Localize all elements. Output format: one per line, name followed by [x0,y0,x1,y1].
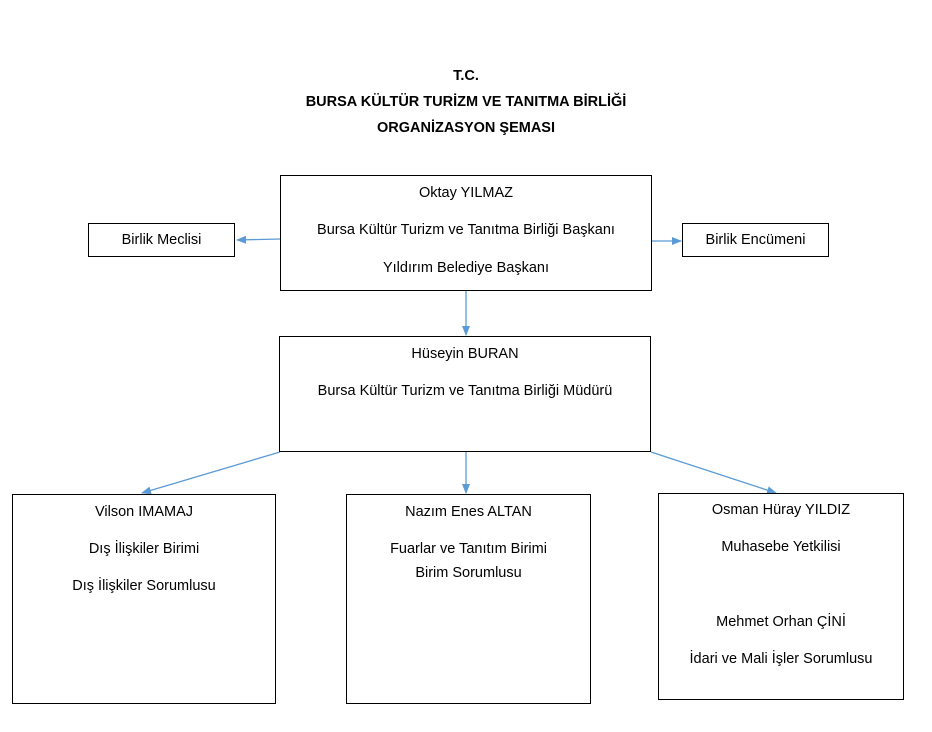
node-foreign-relations[interactable]: Vilson IMAMAJ Dış İlişkiler Birimi Dış İ… [12,494,276,704]
director-name: Hüseyin BURAN [411,346,519,362]
foreign-relations-role: Dış İlişkiler Sorumlusu [72,578,216,594]
node-fairs-promotion[interactable]: Nazım Enes ALTAN Fuarlar ve Tanıtım Biri… [346,494,591,704]
accounting-role-2: İdari ve Mali İşler Sorumlusu [689,651,873,667]
committee-label: Birlik Encümeni [705,232,806,248]
edge-director-accounting [650,451,777,494]
council-label: Birlik Meclisi [121,232,202,248]
node-accounting[interactable]: Osman Hüray YILDIZ Muhasebe Yetkilisi Me… [658,493,904,700]
accounting-name-2: Mehmet Orhan ÇİNİ [716,614,846,630]
president-subtitle: Yıldırım Belediye Başkanı [382,260,550,276]
node-council[interactable]: Birlik Meclisi [88,223,235,257]
header-line-organization: BURSA KÜLTÜR TURİZM VE TANITMA BİRLİĞİ [305,94,627,110]
accounting-name-1: Osman Hüray YILDIZ [711,502,851,518]
header-line-tc: T.C. [453,68,479,84]
fairs-promotion-unit: Fuarlar ve Tanıtım Birimi [390,541,547,557]
foreign-relations-unit: Dış İlişkiler Birimi [88,541,200,557]
president-title: Bursa Kültür Turizm ve Tanıtma Birliği B… [317,222,615,238]
edge-president-council [236,235,281,244]
fairs-promotion-name: Nazım Enes ALTAN [405,504,532,520]
director-title: Bursa Kültür Turizm ve Tanıtma Birliği M… [317,383,613,399]
fairs-promotion-role: Birim Sorumlusu [415,565,522,581]
node-director[interactable]: Hüseyin BURAN Bursa Kültür Turizm ve Tan… [279,336,651,452]
node-president[interactable]: Oktay YILMAZ Bursa Kültür Turizm ve Tanı… [280,175,652,291]
accounting-role-1: Muhasebe Yetkilisi [721,539,841,555]
edge-director-foreign-relations [141,451,281,495]
foreign-relations-name: Vilson IMAMAJ [94,504,194,520]
node-committee[interactable]: Birlik Encümeni [682,223,829,257]
president-name: Oktay YILMAZ [418,185,513,201]
header-line-chart-title: ORGANİZASYON ŞEMASI [376,120,556,136]
